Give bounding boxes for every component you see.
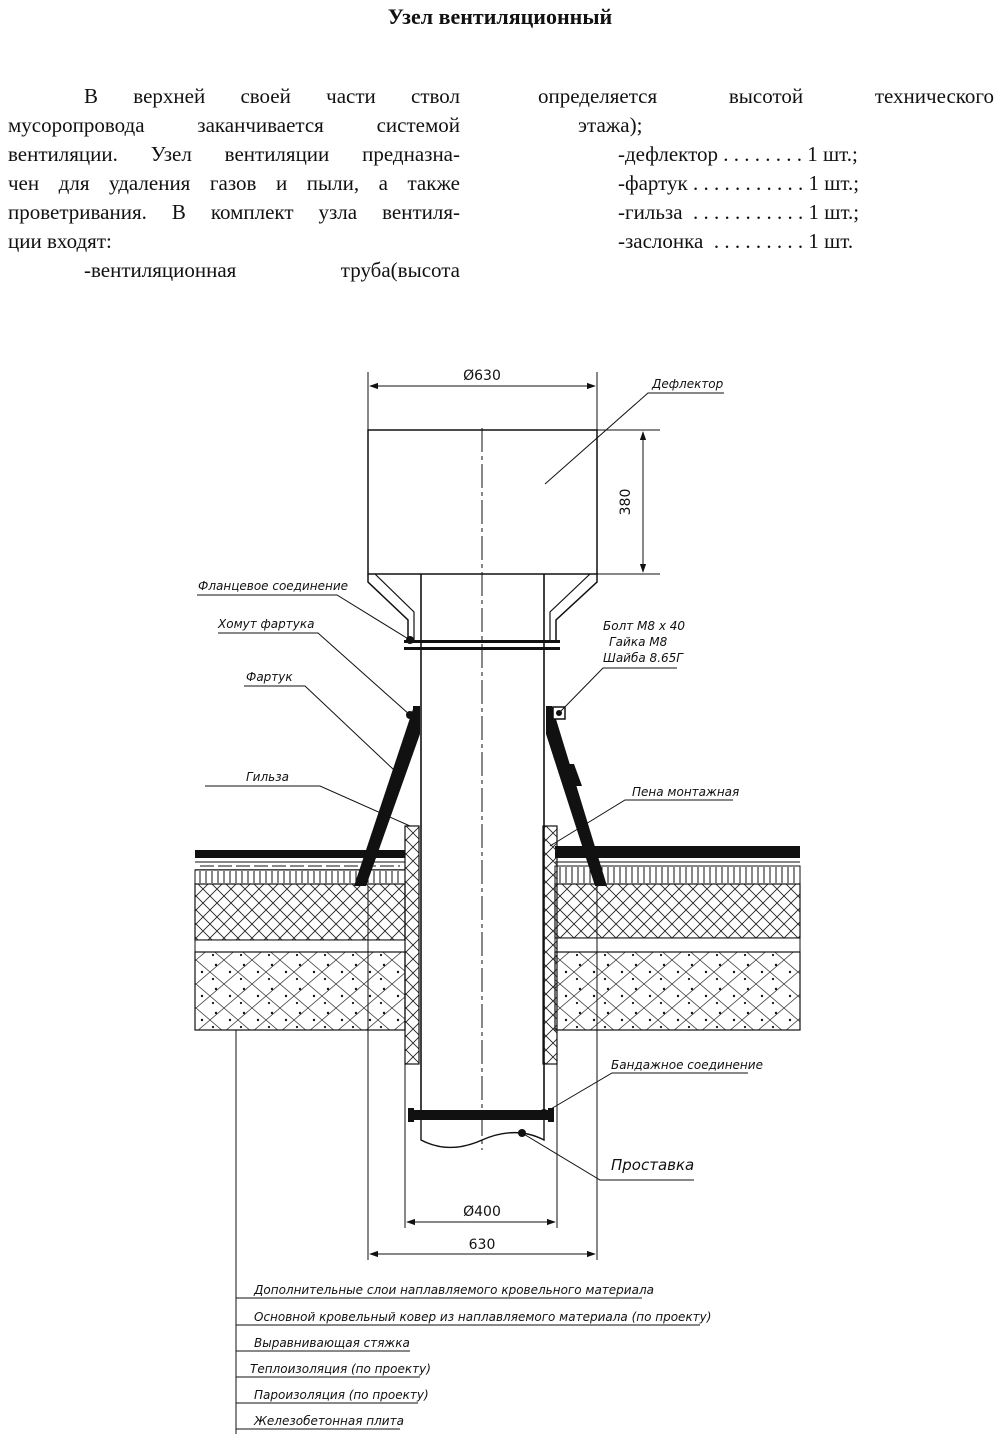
page-title: Узел вентиляционный xyxy=(387,4,613,29)
leader-lines xyxy=(197,392,748,1181)
layer-2: Основной кровельный ковер из наплавляемо… xyxy=(254,1310,711,1324)
list-item: -дефлектор . . . . . . . . 1 шт.; xyxy=(618,142,858,166)
label-bolt: Болт М8 х 40 xyxy=(603,619,685,633)
layer-6: Железобетонная плита xyxy=(253,1414,404,1428)
dim-height: 380 xyxy=(618,489,634,516)
list-item: -фартук . . . . . . . . . . . 1 шт.; xyxy=(618,171,860,195)
layer-legend: Дополнительные слои наплавляемого кровел… xyxy=(236,1283,711,1430)
dimensions: Ø630 380 Ø400 630 xyxy=(369,368,647,1258)
label-clamp: Хомут фартука xyxy=(217,617,314,631)
label-apron: Фартук xyxy=(246,670,293,684)
paragraph-line: мусоропровода заканчивается системой xyxy=(8,113,460,137)
extension-lines xyxy=(235,372,660,1434)
paragraph-line: ции входят: xyxy=(8,229,112,253)
layer-4: Теплоизоляция (по проекту) xyxy=(250,1362,431,1376)
paragraph-line: чен для удаления газов и пыли, а также xyxy=(8,171,460,195)
layer-3: Выравнивающая стяжка xyxy=(254,1336,410,1350)
layer-5: Пароизоляция (по проекту) xyxy=(254,1388,429,1402)
label-bandage: Бандажное соединение xyxy=(611,1058,763,1072)
label-washer: Шайба 8.65Г xyxy=(603,651,684,665)
label-flange: Фланцевое соединение xyxy=(198,579,348,593)
sleeve-left xyxy=(404,825,420,1065)
bandage-spacer xyxy=(408,1108,554,1149)
label-deflector: Дефлектор xyxy=(651,377,724,391)
flange-bottom xyxy=(404,647,560,650)
paragraph-line: -вентиляционная труба(высота xyxy=(84,258,460,282)
label-spacer: Проставка xyxy=(611,1156,694,1174)
roof-right xyxy=(554,846,801,1031)
label-foam: Пена монтажная xyxy=(632,785,739,799)
label-sleeve: Гильза xyxy=(246,770,289,784)
screed-vertical-lines-left xyxy=(199,871,399,883)
left-text-column: В верхней своей части ствол мусоропровод… xyxy=(8,82,460,285)
list-item: -заслонка . . . . . . . . . 1 шт. xyxy=(618,229,854,253)
paragraph-line: В верхней своей части ствол xyxy=(84,84,460,108)
roof-left xyxy=(194,850,406,1031)
apron xyxy=(354,706,607,886)
right-text-column: определяется высотой технического этажа)… xyxy=(538,82,994,256)
paragraph-line: этажа); xyxy=(578,113,643,137)
paragraph-line: вентиляции. Узел вентиляции предназна- xyxy=(8,142,460,166)
list-item: -гильза . . . . . . . . . . . 1 шт.; xyxy=(618,200,860,224)
paragraph-line: проветривания. В комплект узла вентиля- xyxy=(8,200,460,224)
vent-pipe xyxy=(420,428,545,1150)
dim-top-diameter: Ø630 xyxy=(463,368,501,384)
paragraph-line: определяется высотой технического xyxy=(538,84,994,108)
sleeve-right xyxy=(542,825,558,1065)
dim-pipe-diameter: Ø400 xyxy=(463,1204,501,1220)
dim-bottom-width: 630 xyxy=(469,1237,496,1253)
flange-top xyxy=(404,640,560,643)
diagram-labels: Дефлектор Фланцевое соединение Хомут фар… xyxy=(198,377,763,1174)
label-nut: Гайка М8 xyxy=(609,635,668,649)
layer-1: Дополнительные слои наплавляемого кровел… xyxy=(253,1283,654,1297)
